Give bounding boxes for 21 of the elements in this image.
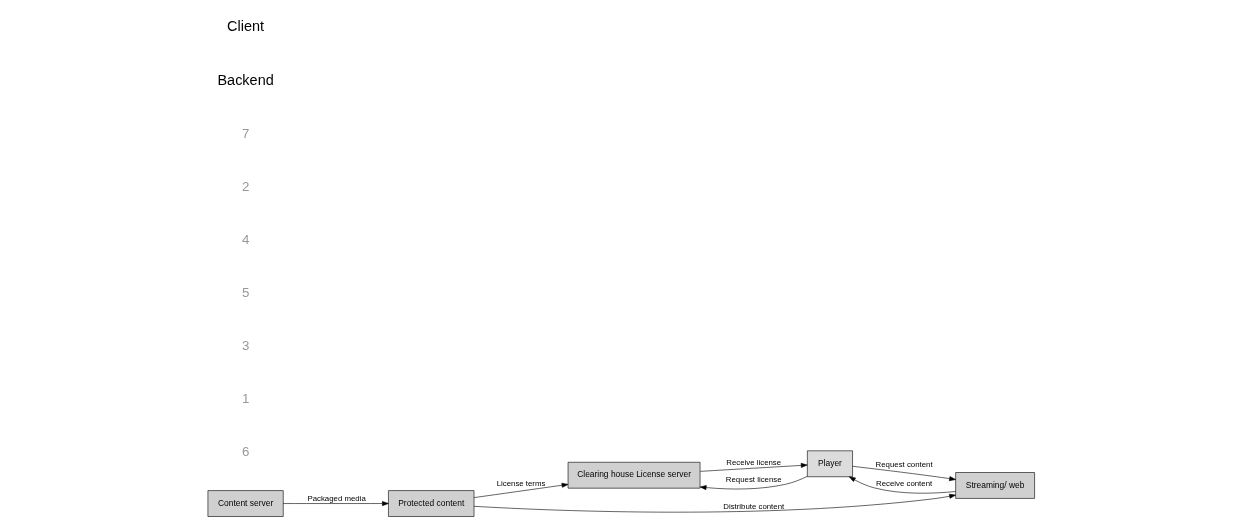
node-box: Protected content <box>388 490 475 517</box>
arrow <box>699 476 808 490</box>
arrow <box>283 501 389 506</box>
node-box: Clearing house License server <box>567 461 701 489</box>
label: 2 <box>241 179 250 195</box>
node-box: Player <box>807 450 853 478</box>
node-box: Content server <box>207 490 284 517</box>
label: 3 <box>241 338 250 354</box>
arrow <box>852 466 956 482</box>
arrow <box>473 493 956 513</box>
label: Client <box>227 17 265 34</box>
arrow <box>473 482 569 498</box>
label: 5 <box>241 285 250 301</box>
node-box: Streaming/ web <box>955 472 1035 499</box>
label: 6 <box>241 444 250 460</box>
arrow <box>848 476 956 494</box>
label: 4 <box>241 232 250 248</box>
label: 1 <box>241 391 250 407</box>
label: Backend <box>217 71 274 88</box>
label: 7 <box>241 126 250 142</box>
arrow <box>700 463 808 472</box>
